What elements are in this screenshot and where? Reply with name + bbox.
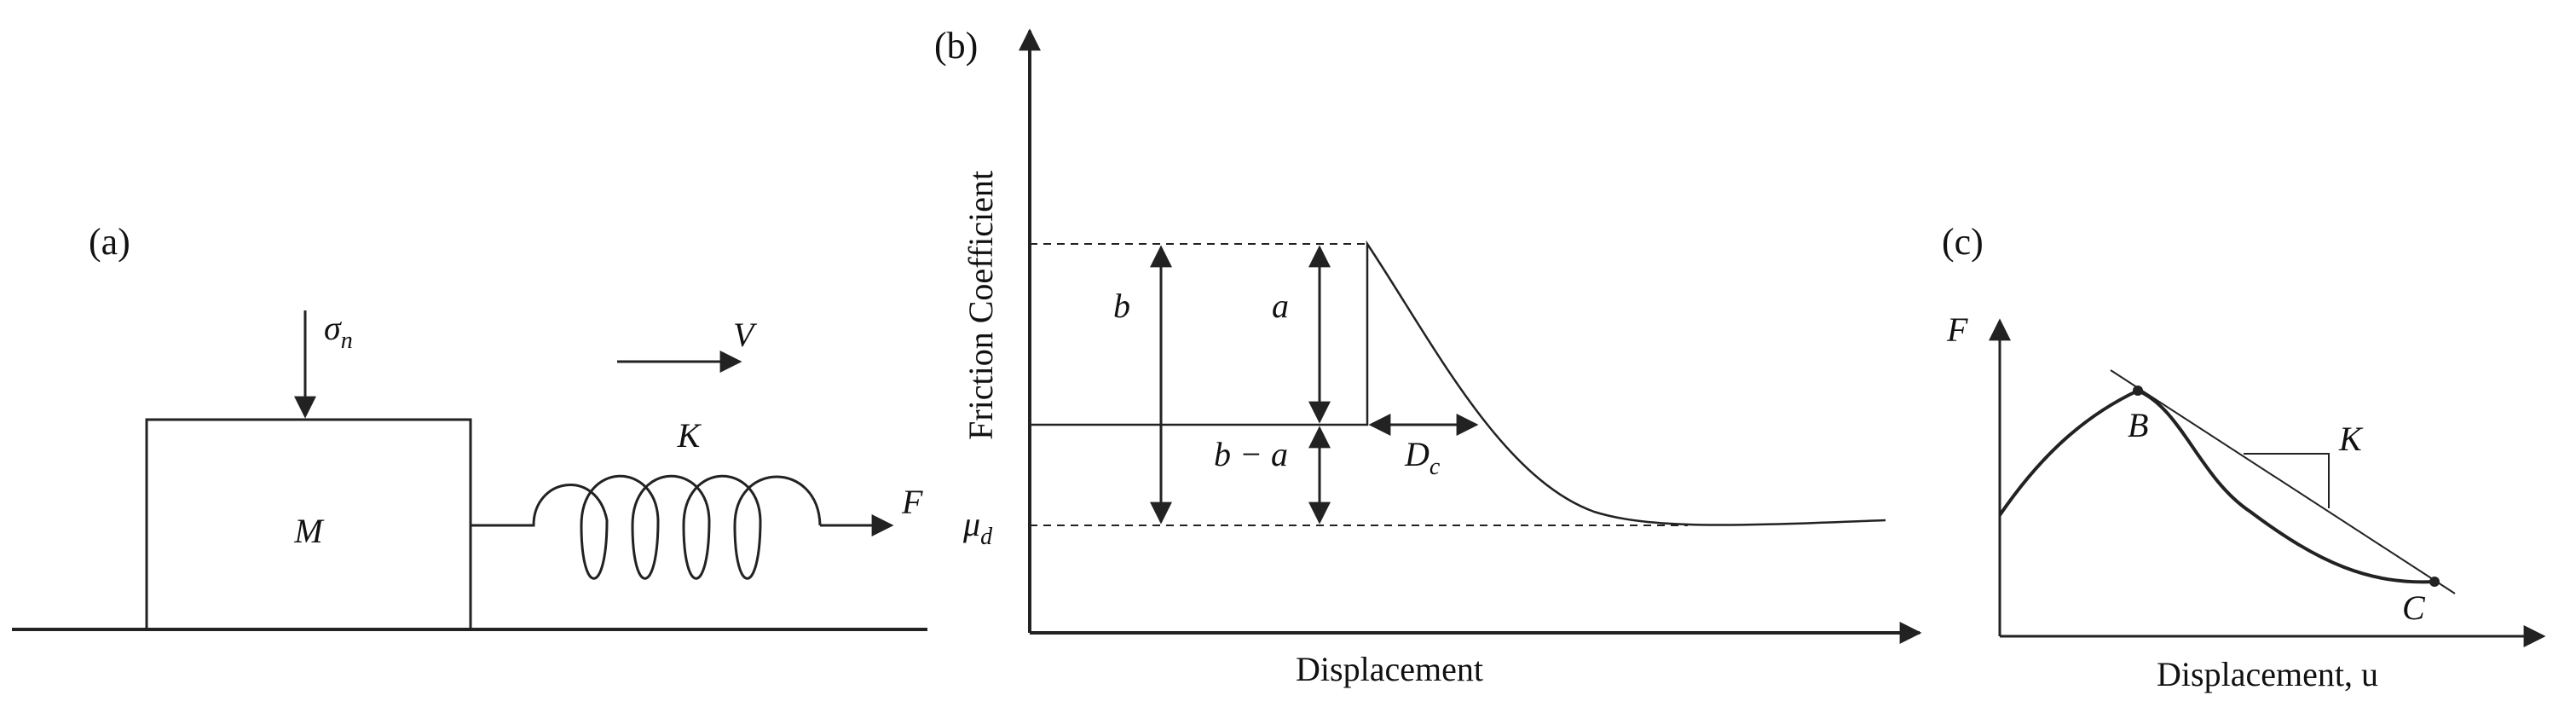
subscript: n (341, 328, 353, 354)
friction-curve (1030, 240, 1886, 526)
force-displacement-curve (1998, 388, 2437, 584)
panel-a: (a) M σn V K F (12, 221, 927, 631)
mu-d-label: μd (962, 505, 993, 550)
panel-b: (b) Friction Coefficient Displacement b … (934, 25, 1922, 688)
mass-label: M (293, 512, 325, 550)
a-label: a (1272, 287, 1289, 325)
tangent-line (2110, 369, 2456, 594)
point-b-marker (2133, 385, 2143, 396)
panel-a-label: (a) (89, 221, 130, 263)
velocity-label: V (733, 316, 758, 354)
point-c-marker (2429, 577, 2440, 587)
slope-triangle (2244, 453, 2330, 508)
panel-b-label: (b) (934, 25, 978, 67)
subscript: c (1430, 454, 1441, 480)
panel-c-label: (c) (1942, 221, 1984, 263)
point-b-label: B (2128, 406, 2148, 444)
y-axis-label: Friction Coefficient (962, 171, 1000, 440)
dc-label: Dc (1404, 435, 1441, 480)
force-label: F (901, 483, 923, 521)
spring (471, 474, 822, 580)
stiffness-label: K (677, 416, 702, 455)
b-minus-a-label: b − a (1214, 435, 1288, 473)
normal-stress-label: σn (324, 309, 353, 354)
c-y-axis-label: F (1946, 310, 1968, 349)
subscript: d (980, 524, 993, 550)
point-c-label: C (2402, 588, 2426, 627)
panel-c: (c) F Displacement, u K B C (1942, 221, 2546, 693)
c-stiffness-label: K (2338, 420, 2364, 458)
b-label: b (1113, 287, 1130, 325)
x-axis-label: Displacement (1296, 650, 1483, 688)
c-x-axis-label: Displacement, u (2157, 655, 2378, 693)
